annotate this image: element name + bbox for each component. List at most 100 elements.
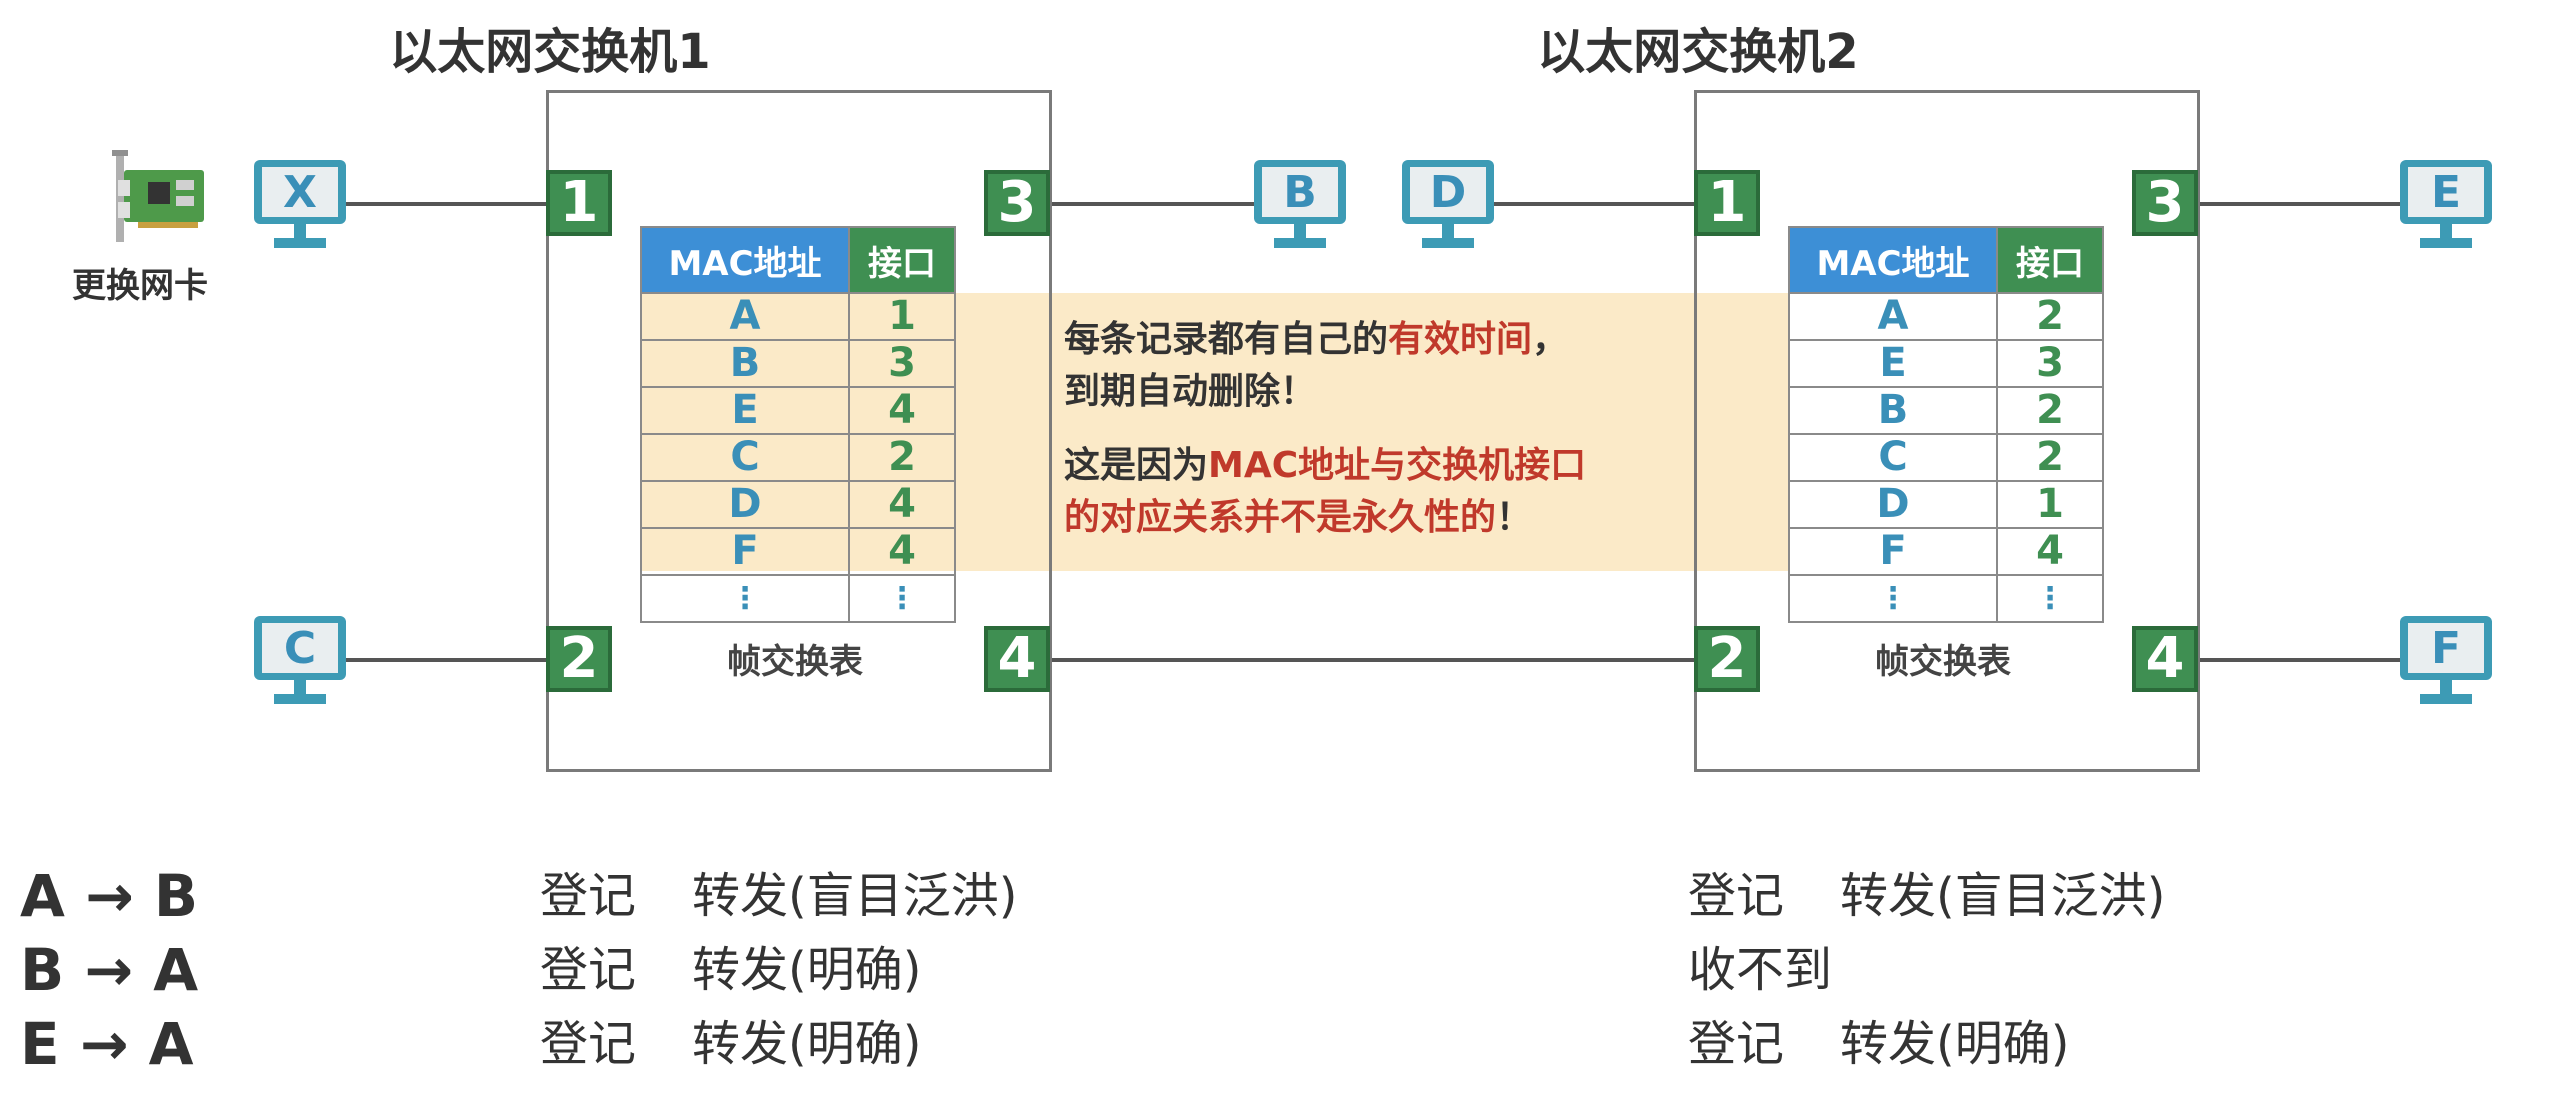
sw2-mac-cell: B xyxy=(1788,386,1998,435)
note-line1b: ， xyxy=(1532,319,1569,360)
sw1-port-cell: 4 xyxy=(848,386,956,435)
sw1-ellipsis: ⋮ xyxy=(640,574,850,623)
monitor-icon: E xyxy=(2400,160,2492,248)
flow-sw1-b: 转发(盲目泛洪) xyxy=(692,868,1018,924)
sw1-port-1: 1 xyxy=(546,170,612,236)
host-x: X xyxy=(250,156,350,256)
sw2-table-header-mac: MAC地址 xyxy=(1788,226,1998,294)
note-line4b: ！ xyxy=(1496,497,1533,538)
monitor-icon: F xyxy=(2400,616,2492,704)
host-f: F xyxy=(2396,612,2496,712)
sw2-mac-cell: E xyxy=(1788,339,1998,388)
flow-sw1-a: 登记 xyxy=(540,942,637,998)
sw2-port-1: 1 xyxy=(1694,170,1760,236)
flow-row: B → A 登记 转发(明确) 收不到 xyxy=(20,934,2520,1008)
note-line1a: 每条记录都有自己的 xyxy=(1064,319,1389,360)
sw1-mac-cell: E xyxy=(640,386,850,435)
note-line3-red: MAC地址与交换机接口 xyxy=(1208,445,1587,486)
sw1-port-4: 4 xyxy=(984,626,1050,692)
switch2-title: 以太网交换机2 xyxy=(1537,24,1859,80)
host-b-label: B xyxy=(1283,167,1317,218)
sw1-mac-cell: A xyxy=(640,292,850,341)
wire-sw2p4-f xyxy=(2200,658,2400,662)
sw1-table-caption: 帧交换表 xyxy=(727,642,863,682)
network-card-icon xyxy=(108,150,208,250)
flow-label: B → A xyxy=(20,936,199,1004)
sw2-mac-cell: C xyxy=(1788,433,1998,482)
flow-sw1-a: 登记 xyxy=(540,1016,637,1072)
wire-d-sw2p1 xyxy=(1494,202,1694,206)
sw2-port-3: 3 xyxy=(2132,170,2198,236)
sw1-ellipsis: ⋮ xyxy=(848,574,956,623)
flow-sw2-a: 收不到 xyxy=(1688,942,1833,998)
sw1-port-2: 2 xyxy=(546,626,612,692)
host-f-label: F xyxy=(2431,623,2461,674)
monitor-icon: X xyxy=(254,160,346,248)
table-row: ⋮⋮ xyxy=(640,574,956,623)
sw1-mac-cell: F xyxy=(640,527,850,576)
flow-sw2-a: 登记 xyxy=(1688,868,1785,924)
sw2-ellipsis: ⋮ xyxy=(1788,574,1998,623)
monitor-icon: D xyxy=(1402,160,1494,248)
wire-sw1p4-sw2p2 xyxy=(1052,658,1694,662)
sw2-port-cell: 1 xyxy=(1996,480,2104,529)
flow-label: E → A xyxy=(20,1010,194,1078)
note-text: 每条记录都有自己的有效时间， 到期自动删除！ 这是因为MAC地址与交换机接口 的… xyxy=(1064,314,1704,544)
sw2-ellipsis: ⋮ xyxy=(1996,574,2104,623)
monitor-icon: B xyxy=(1254,160,1346,248)
nic-label: 更换网卡 xyxy=(72,266,208,306)
host-d-label: D xyxy=(1430,167,1467,218)
sw1-port-cell: 4 xyxy=(848,480,956,529)
sw1-port-cell: 2 xyxy=(848,433,956,482)
note-line4-red: 的对应关系并不是永久性的 xyxy=(1064,497,1497,538)
sw1-port-3: 3 xyxy=(984,170,1050,236)
wire-c-sw1p2 xyxy=(346,658,546,662)
flow-sw1-b: 转发(明确) xyxy=(692,1016,922,1072)
flow-sw2-b: 转发(明确) xyxy=(1840,1016,2070,1072)
sw1-mac-cell: B xyxy=(640,339,850,388)
wire-sw2p3-e xyxy=(2200,202,2400,206)
sw2-mac-cell: A xyxy=(1788,292,1998,341)
host-d: D xyxy=(1398,156,1498,256)
switch2-box xyxy=(1694,90,2200,772)
sw2-port-4: 4 xyxy=(2132,626,2198,692)
sw2-port-cell: 2 xyxy=(1996,386,2104,435)
sw1-port-cell: 1 xyxy=(848,292,956,341)
host-x-label: X xyxy=(283,167,317,218)
wire-sw1p3-b xyxy=(1052,202,1262,206)
sw2-table-caption: 帧交换表 xyxy=(1875,642,2011,682)
host-c-label: C xyxy=(284,623,316,674)
switch1-title: 以太网交换机1 xyxy=(389,24,711,80)
flow-list: A → B 登记 转发(盲目泛洪) 登记 转发(盲目泛洪) B → A 登记 转… xyxy=(20,860,2520,1082)
sw1-table-header-mac: MAC地址 xyxy=(640,226,850,294)
host-b: B xyxy=(1250,156,1350,256)
sw2-mac-cell: D xyxy=(1788,480,1998,529)
flow-sw2-b: 转发(盲目泛洪) xyxy=(1840,868,2166,924)
flow-sw1-a: 登记 xyxy=(540,868,637,924)
host-c: C xyxy=(250,612,350,712)
note-line2: 到期自动删除！ xyxy=(1064,371,1317,412)
note-line3a: 这是因为 xyxy=(1064,445,1209,486)
sw1-port-cell: 3 xyxy=(848,339,956,388)
sw2-port-cell: 2 xyxy=(1996,433,2104,482)
table-row: ⋮⋮ xyxy=(1788,574,2104,623)
sw2-port-2: 2 xyxy=(1694,626,1760,692)
flow-label: A → B xyxy=(20,862,199,930)
sw1-port-cell: 4 xyxy=(848,527,956,576)
host-e-label: E xyxy=(2431,167,2461,218)
sw2-port-cell: 4 xyxy=(1996,527,2104,576)
